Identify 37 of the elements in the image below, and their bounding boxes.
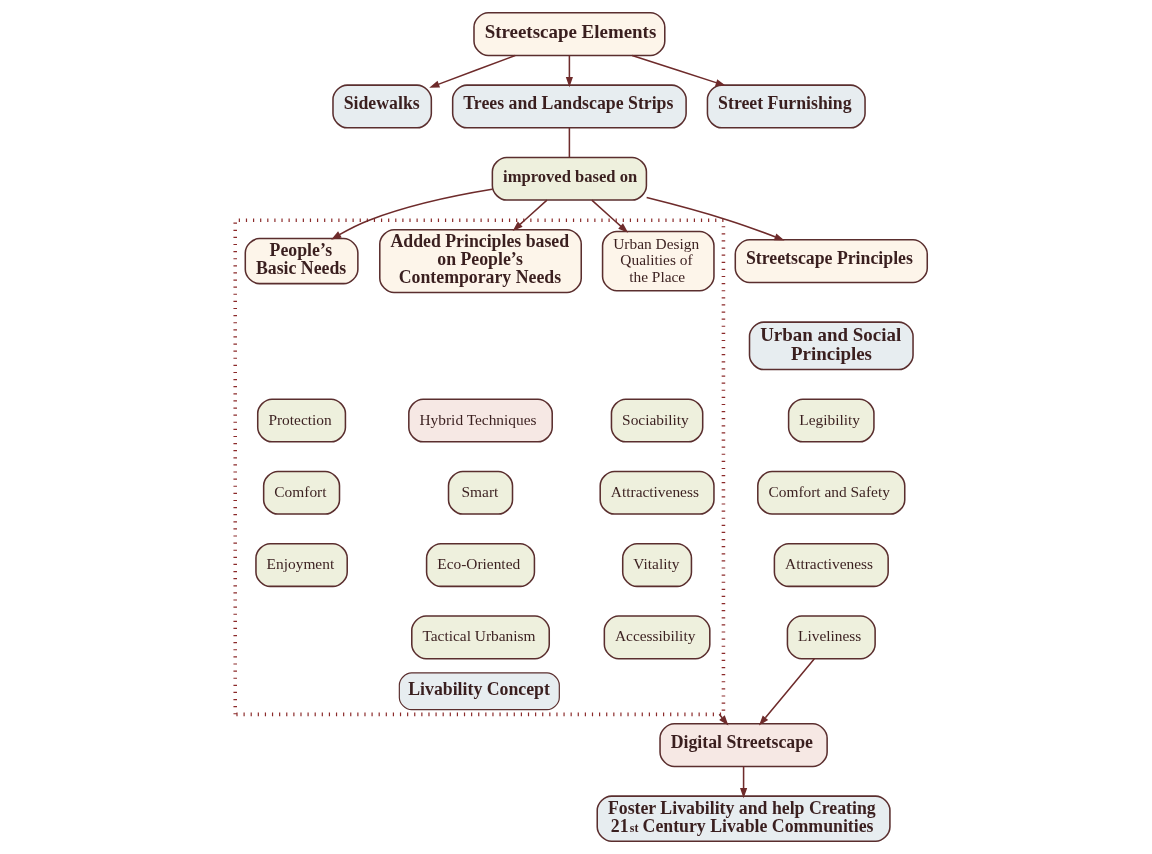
node-box: Eco-Oriented — [425, 542, 535, 588]
node-box: Added Principles based on People’s Contemporary Needs — [378, 228, 582, 294]
arrow — [330, 188, 493, 240]
node-box: Streetscape Elements — [472, 12, 666, 57]
arrow — [645, 196, 785, 241]
arrow — [758, 658, 815, 726]
arrow — [590, 199, 628, 233]
connector — [568, 127, 570, 158]
node-box: Liveliness — [786, 615, 876, 660]
node-box: Hybrid Techniques — [407, 398, 553, 443]
node-box: Street Furnishing — [706, 84, 866, 129]
node-box: Digital Streetscape — [658, 723, 828, 768]
node-box: Streetscape Principles — [734, 239, 928, 284]
node-box: People’s Basic Needs — [244, 237, 359, 285]
node-box: Vitality — [621, 542, 692, 588]
node-box: Trees and Landscape Strips — [451, 84, 687, 129]
node-box: Comfort — [262, 470, 340, 515]
node-box: Urban Design Qualities of the Place — [601, 230, 715, 292]
node-box: Attractiveness — [598, 470, 715, 515]
node-box: Urban and Social Principles — [748, 321, 914, 371]
arrow — [565, 54, 573, 88]
arrow — [512, 199, 548, 231]
node-box: Comfort and Safety — [756, 470, 905, 515]
node-box: Attractiveness — [773, 542, 889, 588]
node-box: Enjoyment — [254, 542, 348, 588]
node-box: Foster Livability and help Creating 21st Century Livable Communities — [595, 795, 891, 842]
arrow — [739, 765, 747, 799]
node-box: Accessibility — [603, 615, 711, 660]
arrow — [630, 54, 726, 87]
arrow — [428, 54, 516, 88]
node-box: Smart — [447, 470, 513, 515]
node-box: Legibility — [787, 398, 875, 443]
node-box: Tactical Urbanism — [410, 615, 550, 660]
node-box: Protection — [256, 398, 346, 443]
node-box: Sidewalks — [331, 84, 432, 129]
node-box: Sociability — [610, 398, 703, 443]
node-box: improved based on — [491, 156, 647, 201]
